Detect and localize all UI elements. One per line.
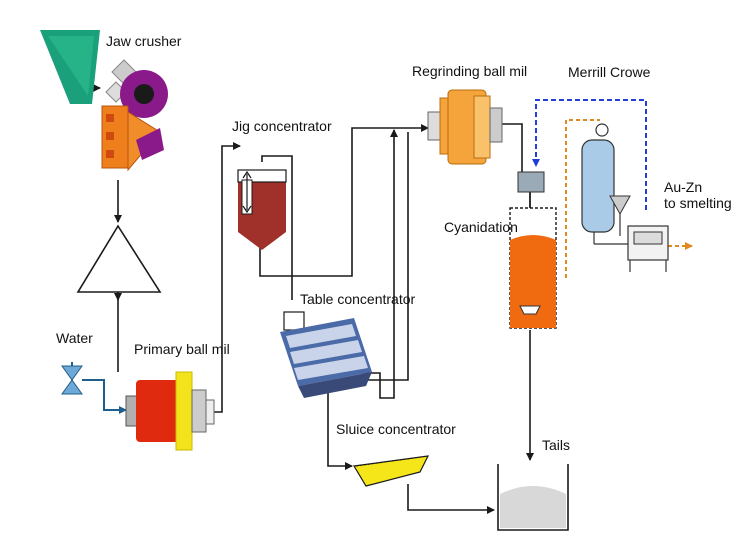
label-sluice-concentrator: Sluice concentrator bbox=[336, 421, 456, 437]
table-tail-line bbox=[356, 132, 409, 381]
label-merrill-crowe: Merrill Crowe bbox=[568, 64, 651, 80]
label-primary-ball-mill: Primary ball mil bbox=[134, 341, 230, 357]
label-au-zn: Au-Zn bbox=[664, 179, 702, 195]
regrinding-ball-mill-icon bbox=[427, 89, 503, 165]
labels: Jaw crusher Jig concentrator Regrinding … bbox=[56, 33, 732, 453]
table-to-sluice-line bbox=[327, 382, 353, 470]
primary-ball-mill-icon bbox=[125, 371, 215, 451]
filter-press-icon bbox=[581, 123, 669, 272]
sluice-icon bbox=[353, 455, 430, 487]
mill-to-jig-line bbox=[212, 142, 241, 413]
sluice-to-tails-line bbox=[407, 484, 495, 514]
valve-icon bbox=[61, 365, 83, 395]
flow-lines bbox=[80, 84, 534, 514]
cone-crusher-icon bbox=[76, 224, 162, 293]
label-tails: Tails bbox=[542, 437, 570, 453]
jig-to-regrind-line bbox=[259, 124, 429, 277]
regrind-to-cyanidation-line bbox=[500, 123, 523, 188]
label-water: Water bbox=[56, 330, 93, 346]
label-to-smelting: to smelting bbox=[664, 195, 732, 211]
label-jig-concentrator: Jig concentrator bbox=[232, 118, 332, 134]
hopper-icon bbox=[40, 30, 100, 104]
jaw-crusher-icon bbox=[101, 59, 168, 172]
merrill-return-line bbox=[532, 99, 647, 210]
jig-icon bbox=[237, 169, 287, 250]
shaking-table-icon bbox=[280, 311, 372, 398]
label-jaw-crusher: Jaw crusher bbox=[106, 33, 182, 49]
label-regrinding-ball-mill: Regrinding ball mil bbox=[412, 63, 527, 79]
pregnant-solution-line bbox=[565, 119, 600, 278]
label-cyanidation: Cyanidation bbox=[444, 219, 518, 235]
label-table-concentrator: Table concentrator bbox=[300, 291, 416, 307]
tails-pond-icon bbox=[497, 464, 569, 531]
jig-overflow-line bbox=[261, 155, 293, 300]
agitation-tank-icon bbox=[509, 171, 557, 329]
